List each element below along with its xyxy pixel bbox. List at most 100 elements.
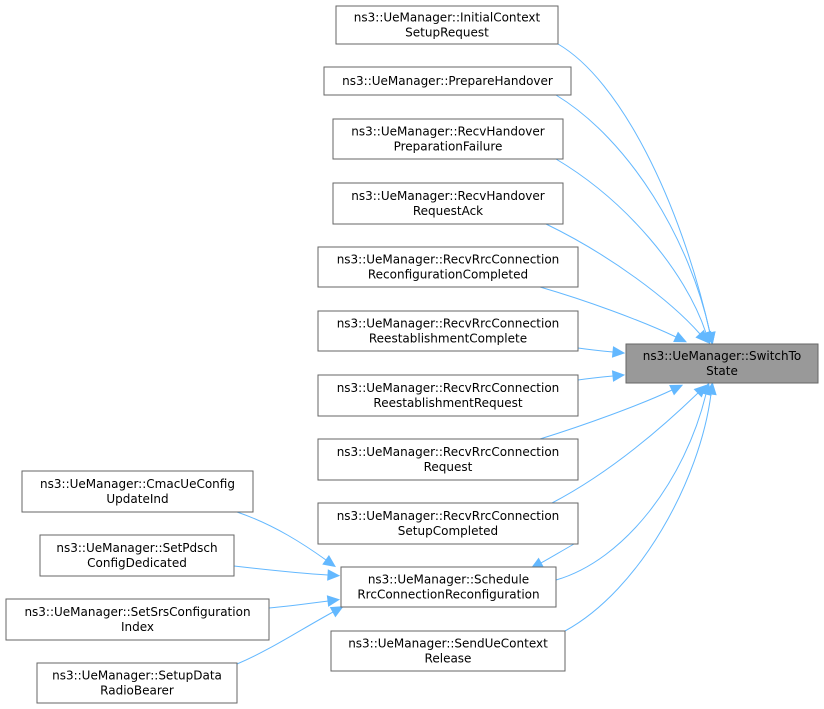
node-box [335, 5, 559, 45]
edge-rrcreconf-to-switch [539, 286, 687, 343]
node-label-line: PreparationFailure [394, 140, 503, 154]
node-label-line: ns3::UeManager::RecvRrcConnection [337, 445, 560, 459]
edge-line [555, 393, 707, 581]
edge-rrcreestr-to-switch [577, 370, 626, 382]
node-box [317, 438, 579, 481]
node-hoprepfail[interactable]: ns3::UeManager::RecvHandoverPreparationF… [332, 118, 564, 160]
edge-rrcreq-to-switch [539, 384, 684, 440]
node-label-line: State [706, 364, 738, 378]
edge-arrowhead [327, 569, 341, 581]
node-label-line: ns3::UeManager::RecvRrcConnection [337, 381, 560, 395]
node-box [332, 182, 564, 225]
edge-arrowhead [611, 346, 626, 358]
node-label-line: SetupRequest [405, 26, 489, 40]
edge-horeqack-to-switch [545, 223, 709, 344]
node-box [330, 630, 566, 672]
edge-cmac-to-schedule [236, 511, 336, 568]
edge-line [539, 286, 677, 338]
node-rrcsetup[interactable]: ns3::UeManager::RecvRrcConnectionSetupCo… [317, 502, 579, 545]
node-label-line: ns3::UeManager::RecvRrcConnection [337, 317, 560, 331]
node-label-line: ns3::UeManager::CmacUeConfig [40, 477, 235, 491]
edge-line [236, 511, 327, 561]
node-label-line: ns3::UeManager::SendUeContext [348, 637, 548, 651]
edge-line [555, 94, 711, 334]
edge-line [577, 347, 614, 353]
node-label-line: Request [424, 460, 473, 474]
edge-arrowhead [326, 595, 341, 607]
node-rrcreestr[interactable]: ns3::UeManager::RecvRrcConnectionReestab… [317, 374, 579, 417]
edge-line [551, 392, 699, 504]
node-label-line: ns3::UeManager::RecvRrcConnection [337, 509, 560, 523]
edge-line [540, 543, 575, 564]
node-label-line: Index [121, 620, 154, 634]
edge-rrcsetup-to-schedule [530, 543, 575, 569]
node-box [317, 246, 579, 288]
node-label-line: RadioBearer [100, 684, 174, 698]
node-label-line: SetupCompleted [398, 524, 498, 538]
node-label-line: ns3::UeManager::SetupData [52, 669, 222, 683]
node-label-line: ns3::UeManager::PrepareHandover [342, 74, 553, 88]
node-label-line: Release [425, 652, 472, 666]
edge-schedule-to-switch [555, 382, 712, 581]
edge-line [233, 565, 329, 576]
edge-line [557, 43, 711, 334]
node-rrcreestc[interactable]: ns3::UeManager::RecvRrcConnectionReestab… [317, 310, 579, 352]
edge-pdsch-to-schedule [233, 565, 341, 581]
edge-line [268, 600, 329, 609]
node-label-line: ns3::UeManager::SwitchTo [643, 349, 802, 363]
node-box [39, 534, 235, 577]
node-label-line: ns3::UeManager::RecvRrcConnection [337, 253, 560, 267]
node-label-line: RrcConnectionReconfiguration [357, 588, 539, 602]
edge-line [555, 158, 707, 334]
edges [233, 43, 717, 665]
node-label-line: ns3::UeManager::InitialContext [354, 11, 541, 25]
node-initctx[interactable]: ns3::UeManager::InitialContextSetupReque… [335, 5, 559, 45]
edge-line [545, 223, 701, 335]
edge-rrcreestc-to-switch [577, 346, 626, 358]
edge-arrowhead [322, 554, 336, 568]
node-label-line: UpdateInd [106, 492, 168, 506]
node-label-line: ns3::UeManager::RecvHandover [351, 125, 545, 139]
edge-line [236, 611, 334, 665]
edge-radio-to-schedule [236, 606, 344, 665]
edge-arrowhead [611, 370, 626, 382]
node-box [340, 566, 557, 608]
node-label-line: ConfigDedicated [87, 556, 187, 570]
node-label-line: ns3::UeManager::Schedule [368, 573, 529, 587]
node-label-line: ns3::UeManager::SetPdsch [56, 541, 217, 555]
node-rrcreconf[interactable]: ns3::UeManager::RecvRrcConnectionReconfi… [317, 246, 579, 288]
edge-line [577, 375, 614, 381]
node-label-line: RequestAck [413, 204, 483, 218]
nodes: ns3::UeManager::InitialContextSetupReque… [5, 5, 819, 704]
edge-arrowhead [673, 331, 687, 343]
node-box [323, 66, 572, 96]
edge-sendctx-to-switch [564, 381, 717, 632]
node-prepho[interactable]: ns3::UeManager::PrepareHandover [323, 66, 572, 96]
edge-srs-to-schedule [268, 595, 341, 609]
edge-arrowhead [329, 606, 344, 618]
edge-arrowhead [705, 381, 717, 396]
node-label-line: ReestablishmentRequest [373, 396, 522, 410]
node-box [317, 502, 579, 545]
node-box [332, 118, 564, 160]
node-box [5, 598, 270, 641]
node-label-line: ReconfigurationCompleted [368, 268, 528, 282]
node-box [36, 662, 238, 704]
node-box [317, 310, 579, 352]
edge-line [564, 393, 712, 632]
edge-arrowhead [695, 329, 709, 344]
node-label-line: ns3::UeManager::RecvHandover [351, 189, 545, 203]
edge-line [539, 389, 673, 440]
node-schedule[interactable]: ns3::UeManager::ScheduleRrcConnectionRec… [340, 566, 557, 608]
edge-arrowhead [669, 384, 684, 396]
node-box [625, 343, 819, 384]
